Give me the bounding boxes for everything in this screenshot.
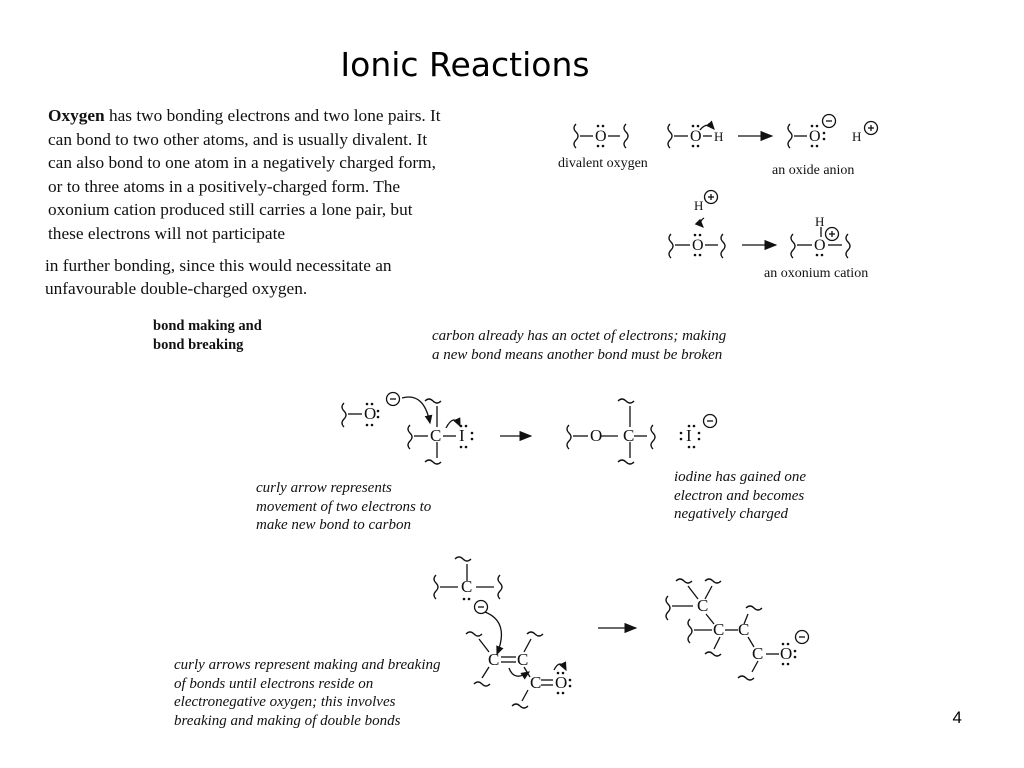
label-oxonium-cation: an oxonium cation bbox=[764, 266, 869, 281]
conjugate-addition-diagram bbox=[433, 556, 810, 709]
label-bond-making: bond making and bond breaking bbox=[153, 317, 262, 355]
atom-c-product-center: C bbox=[713, 620, 724, 639]
atom-o3: O bbox=[809, 128, 821, 145]
atom-i-iodide: I bbox=[686, 426, 692, 445]
atom-c-nucleophile: C bbox=[461, 577, 472, 596]
atom-c-substrate: C bbox=[430, 426, 441, 445]
intro-text-part1: has two bonding electrons and two lone p… bbox=[48, 106, 441, 243]
atom-o2: O bbox=[690, 128, 702, 145]
iodide-substitution-diagram bbox=[341, 391, 718, 465]
atom-h4: H bbox=[815, 214, 824, 229]
atom-o4: O bbox=[692, 237, 704, 254]
atom-h2: H bbox=[852, 129, 861, 144]
note-curly-arrows-making-breaking: curly arrows represent making and breaki… bbox=[174, 657, 441, 729]
page-number: 4 bbox=[952, 708, 962, 727]
atom-c-product-right: C bbox=[738, 620, 749, 639]
atom-o-carbonyl: O bbox=[555, 673, 567, 692]
oxygen-forms-atoms: O O H O H H O H O bbox=[595, 128, 861, 254]
atom-o-product: O bbox=[590, 426, 602, 445]
atom-h1: H bbox=[714, 129, 723, 144]
slide-title: Ionic Reactions bbox=[340, 45, 590, 84]
atom-o-nucleophile: O bbox=[364, 404, 376, 423]
atom-c-product: C bbox=[623, 426, 634, 445]
lone-pair-dots-top bbox=[596, 124, 826, 257]
note-curly-arrow-two-electrons: curly arrow represents movement of two e… bbox=[256, 480, 432, 533]
atom-h3: H bbox=[694, 198, 703, 213]
intro-paragraph-continued: in further bonding, since this would nec… bbox=[45, 256, 392, 298]
atom-o-enolate: O bbox=[780, 644, 792, 663]
intro-paragraph: Oxygen has two bonding electrons and two… bbox=[48, 104, 450, 245]
label-divalent-oxygen: divalent oxygen bbox=[558, 156, 648, 171]
label-bond-making-line1: bond making and bbox=[153, 318, 262, 334]
lone-pair-dots-bottom bbox=[462, 597, 797, 695]
label-bond-making-line2: bond breaking bbox=[153, 337, 244, 353]
note-carbon-octet: carbon already has an octet of electrons… bbox=[432, 328, 727, 363]
atom-c-product-top: C bbox=[697, 596, 708, 615]
oxygen-forms-diagram bbox=[573, 113, 879, 259]
note-iodine-gained: iodine has gained one electron and becom… bbox=[674, 469, 807, 522]
iodide-substitution-atoms: O C I O C I bbox=[364, 404, 692, 445]
lone-pair-dots-middle bbox=[365, 402, 701, 449]
atom-c-enolate: C bbox=[752, 644, 763, 663]
label-oxide-anion: an oxide anion bbox=[772, 163, 855, 178]
atom-c-carbonyl: C bbox=[530, 673, 541, 692]
atom-i-leaving: I bbox=[459, 426, 465, 445]
atom-c-alpha: C bbox=[488, 650, 499, 669]
atom-o1: O bbox=[595, 128, 607, 145]
atom-o5: O bbox=[814, 237, 826, 254]
atom-c-beta: C bbox=[517, 650, 528, 669]
intro-bold-word: Oxygen bbox=[48, 106, 105, 125]
conjugate-addition-atoms: C C C C O C C C C O bbox=[461, 577, 792, 692]
